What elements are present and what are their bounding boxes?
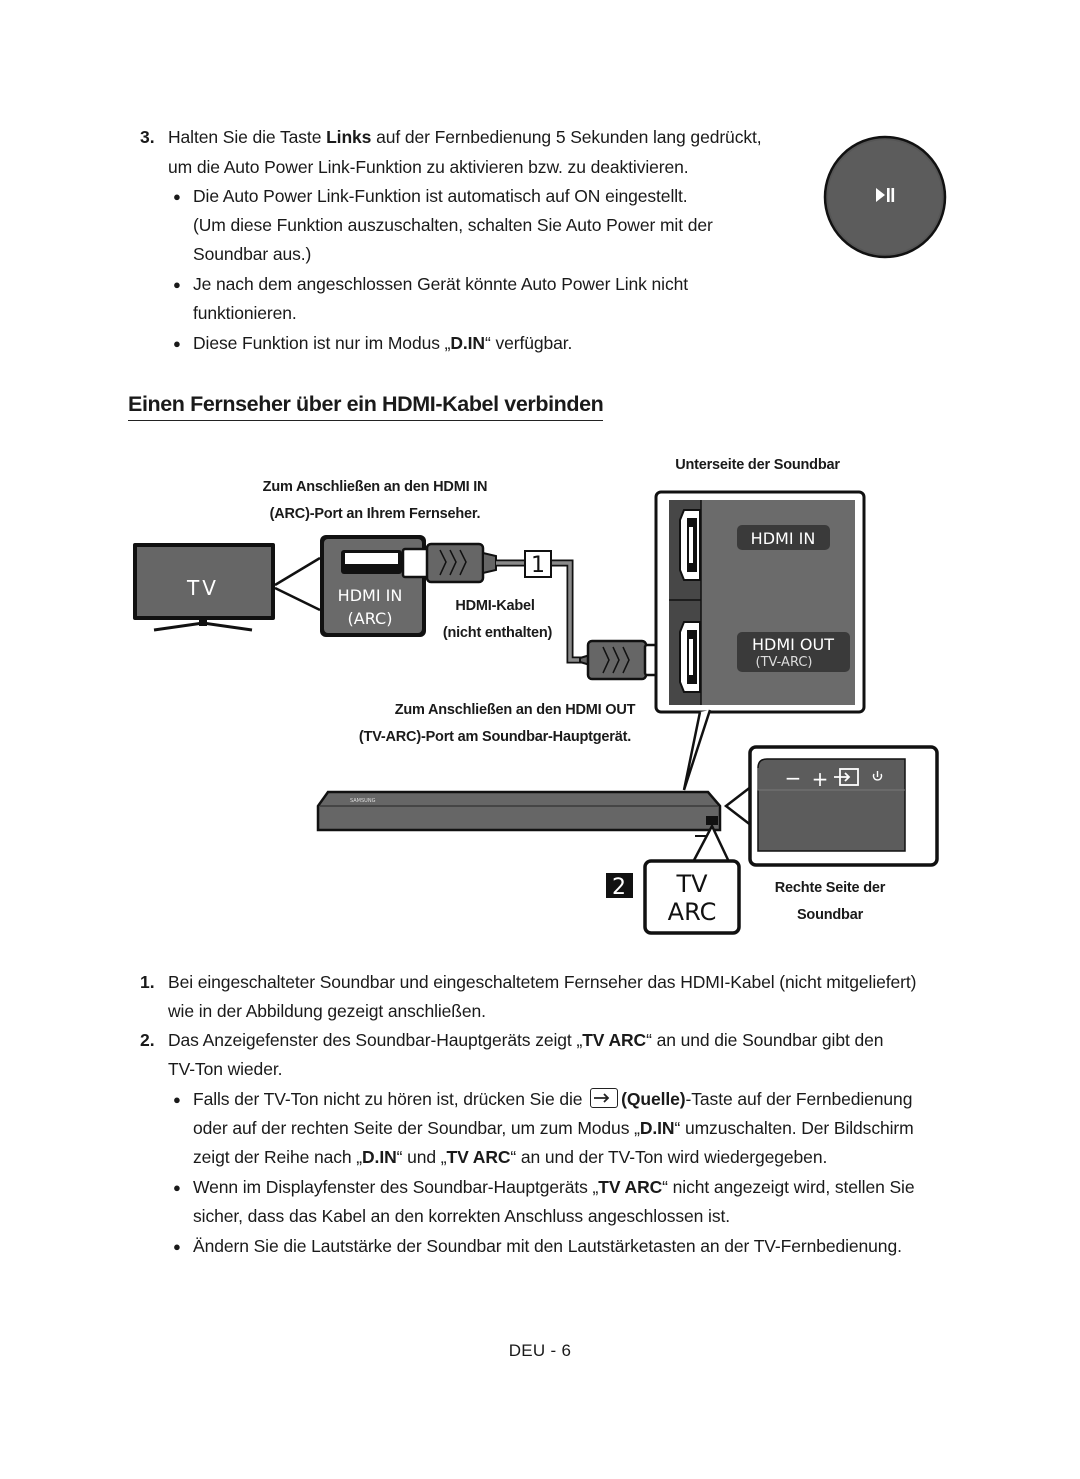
label-tv-port-line2: (ARC)-Port an Ihrem Fernseher. xyxy=(269,506,481,522)
play-pause-icon xyxy=(876,188,895,202)
bullet-text: sicher, dass das Kabel an den korrekten … xyxy=(193,1206,730,1226)
bullet: ● xyxy=(173,1180,181,1195)
soundbar-bottom-panel: HDMI IN HDMI OUT (TV-ARC) xyxy=(654,490,866,714)
step-number: 2. xyxy=(140,1030,155,1050)
step-text: TV-Ton wieder. xyxy=(168,1059,283,1079)
tv-text: TV xyxy=(186,576,219,600)
source-icon xyxy=(590,1088,619,1108)
tv-illustration: TV xyxy=(133,543,275,632)
tv-port-label-2: (ARC) xyxy=(348,609,393,628)
step-text: Bei eingeschalteter Soundbar und eingesc… xyxy=(168,972,917,992)
port-label-hdmi-out: HDMI OUT xyxy=(752,635,834,654)
step-text: wie in der Abbildung gezeigt anschließen… xyxy=(168,1001,486,1021)
step-text: um die Auto Power Link-Funktion zu aktiv… xyxy=(168,157,689,177)
volume-down-icon: − xyxy=(785,766,802,790)
step-text: Das Anzeigefenster des Soundbar-Hauptger… xyxy=(168,1030,884,1050)
bullet-text: oder auf der rechten Seite der Soundbar,… xyxy=(193,1118,914,1138)
remote-button-illustration xyxy=(823,135,947,259)
soundbar-right-side-panel: − + xyxy=(748,745,939,867)
power-icon xyxy=(872,771,883,781)
port-label-hdmi-in: HDMI IN xyxy=(751,529,816,548)
callout-line xyxy=(274,556,321,612)
bullet: ● xyxy=(173,336,181,351)
page-number: DEU - 6 xyxy=(508,1341,572,1360)
bullet: ● xyxy=(173,277,181,292)
hdmi-plug-tv-side xyxy=(401,542,497,584)
label-bottom-side: Unterseite der Soundbar xyxy=(675,457,840,473)
label-soundbar-port-line2: (TV-ARC)-Port am Soundbar-Hauptgerät. xyxy=(358,729,632,745)
bullet: ● xyxy=(173,1239,181,1254)
bullet-text: zeigt der Reihe nach „D.IN“ und „TV ARC“… xyxy=(193,1147,828,1167)
bullet: ● xyxy=(173,1092,181,1107)
step-1-marker: 1 xyxy=(524,550,552,578)
svg-text:2: 2 xyxy=(612,875,626,900)
bullet-text: Die Auto Power Link-Funktion ist automat… xyxy=(193,186,688,206)
tv-port-label-1: HDMI IN xyxy=(338,586,403,605)
soundbar-display-callout: TV ARC xyxy=(643,859,741,935)
bullet: ● xyxy=(173,189,181,204)
label-right-side-line1: Rechte Seite der xyxy=(774,880,886,896)
step-number: 1. xyxy=(140,972,155,992)
step-2-marker: 2 xyxy=(606,873,633,900)
label-cable-line1: HDMI-Kabel xyxy=(455,598,535,614)
svg-text:1: 1 xyxy=(531,553,545,578)
bullet-text: Soundbar aus.) xyxy=(193,244,312,264)
label-tv-port-line1: Zum Anschließen an den HDMI IN xyxy=(262,479,488,495)
section-title: Einen Fernseher über ein HDMI-Kabel verb… xyxy=(128,390,604,421)
volume-up-icon: + xyxy=(812,767,829,791)
display-text-line2: ARC xyxy=(668,898,717,926)
step-number: 3. xyxy=(140,127,155,147)
bullet-text: Wenn im Displayfenster des Soundbar-Haup… xyxy=(193,1177,915,1197)
step-text: Halten Sie die Taste Links auf der Fernb… xyxy=(168,127,762,147)
label-soundbar-port-line1: Zum Anschließen an den HDMI OUT xyxy=(394,702,636,718)
bullet-text: funktionieren. xyxy=(193,303,297,323)
soundbar-illustration: SAMSUNG xyxy=(316,790,722,832)
port-label-tv-arc: (TV-ARC) xyxy=(756,655,813,670)
label-cable-line2: (nicht enthalten) xyxy=(442,625,553,641)
bullet-text: Diese Funktion ist nur im Modus „D.IN“ v… xyxy=(193,333,573,353)
bullet-text: Ändern Sie die Lautstärke der Soundbar m… xyxy=(193,1236,902,1256)
bullet-text: Falls der TV-Ton nicht zu hören ist, drü… xyxy=(193,1088,913,1109)
soundbar-brand: SAMSUNG xyxy=(350,798,376,804)
bullet-text: Je nach dem angeschlossen Gerät könnte A… xyxy=(193,274,688,294)
display-text-line1: TV xyxy=(675,870,708,898)
tv-hdmi-port-panel: HDMI IN (ARC) xyxy=(320,535,426,637)
connection-diagram: TV HDMI IN (ARC) 1 xyxy=(133,490,939,935)
label-right-side-line2: Soundbar xyxy=(796,907,864,923)
bullet-text: (Um diese Funktion auszuschalten, schalt… xyxy=(193,215,713,235)
source-icon xyxy=(834,768,859,786)
